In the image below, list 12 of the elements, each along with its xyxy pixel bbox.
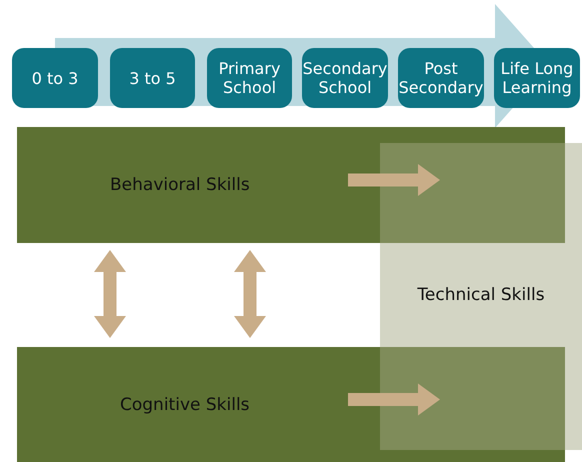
arrow: [348, 164, 440, 196]
stage-box: Primary School: [207, 48, 292, 108]
arrow: [94, 250, 126, 338]
arrow: [234, 250, 266, 338]
skill-band: Cognitive Skills: [17, 347, 380, 462]
stage-box: 3 to 5: [110, 48, 195, 108]
stage-box: 0 to 3: [12, 48, 98, 108]
skill-band: Behavioral Skills: [17, 127, 380, 243]
stage-box: Life Long Learning: [494, 48, 580, 108]
stage-box: Post Secondary: [398, 48, 484, 108]
stage-box: Secondary School: [302, 48, 388, 108]
arrow: [348, 384, 440, 416]
